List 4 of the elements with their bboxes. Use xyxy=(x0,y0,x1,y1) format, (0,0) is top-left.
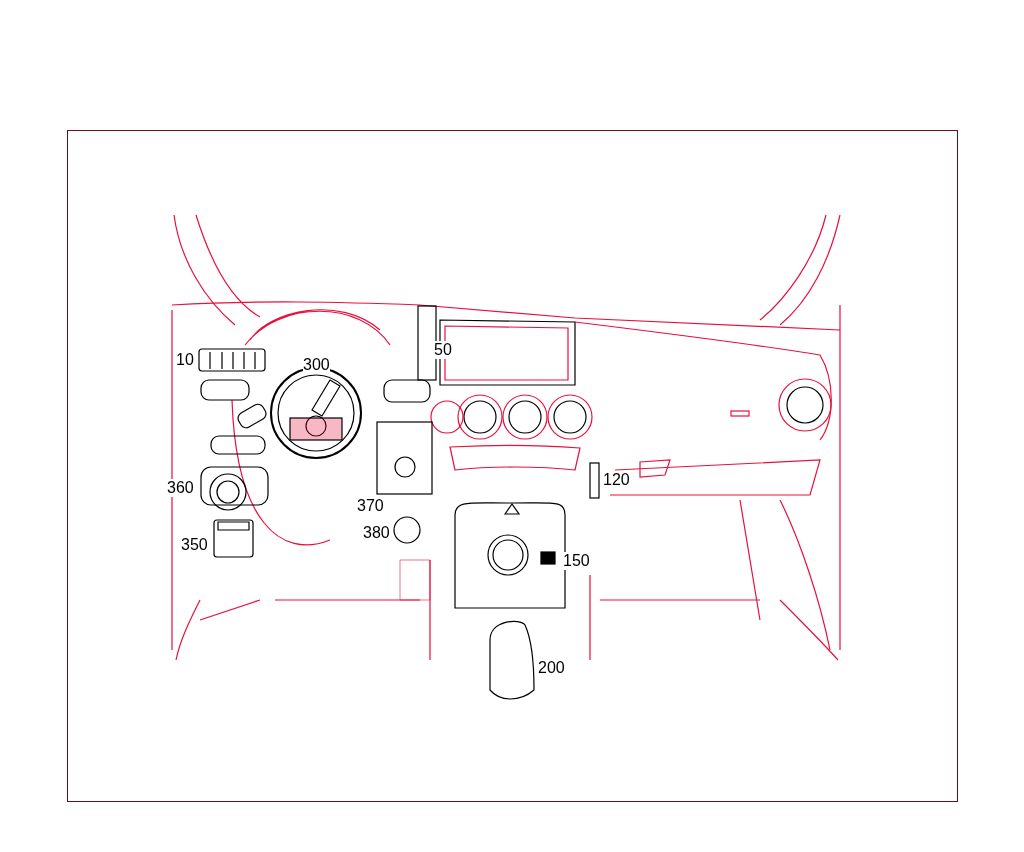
callout-number: 300 xyxy=(303,356,330,374)
callout-number: 50 xyxy=(434,341,452,359)
callout-number: 360 xyxy=(167,479,194,497)
callout-number: 150 xyxy=(563,552,590,570)
